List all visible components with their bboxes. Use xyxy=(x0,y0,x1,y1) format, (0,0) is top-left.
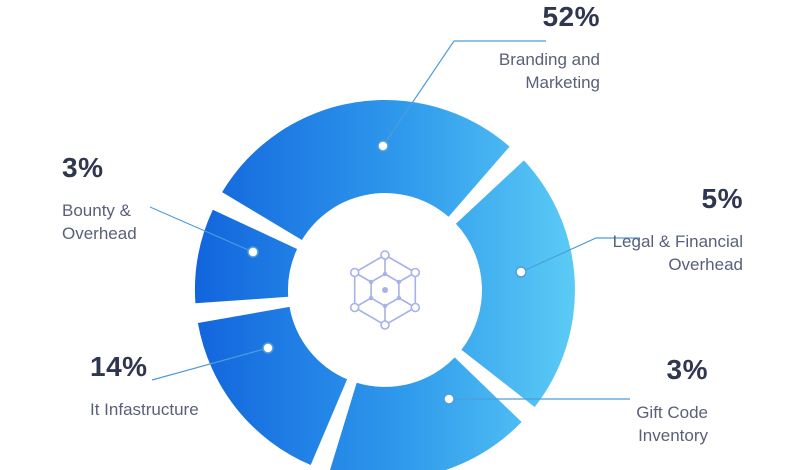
leader-dot-branding xyxy=(377,140,389,152)
donut-segment-legal xyxy=(455,160,575,407)
leader-line-it xyxy=(151,347,269,381)
leader-line-bounty xyxy=(149,206,254,253)
donut-segment-gift xyxy=(330,357,522,470)
leader-dot-legal xyxy=(515,266,527,278)
callout-bounty: 3% Bounty & Overhead xyxy=(62,152,137,245)
label-legal: Legal & Financial Overhead xyxy=(612,232,743,274)
leader-dot-it xyxy=(262,342,274,354)
percent-it: 14% xyxy=(90,351,148,382)
label-gift: Gift Code Inventory xyxy=(636,403,708,445)
leader-line-branding xyxy=(382,40,546,147)
donut-segment-branding xyxy=(222,99,510,241)
callout-legal: 5% Legal & Financial Overhead xyxy=(613,183,743,276)
leader-dot-gift xyxy=(443,393,455,405)
donut-segments xyxy=(194,99,575,470)
label-branding: Branding and Marketing xyxy=(498,50,600,92)
label-it: It Infastructure xyxy=(90,400,199,420)
donut-segment-it xyxy=(197,306,348,465)
percent-branding: 52% xyxy=(542,1,600,32)
callout-gift: 3% Gift Code Inventory xyxy=(636,354,708,447)
donut-segment-bounty xyxy=(194,209,298,304)
leader-dot-bounty xyxy=(247,246,259,258)
leader-lines xyxy=(149,40,640,405)
percent-bounty: 3% xyxy=(62,152,104,183)
blockchain-network-icon xyxy=(349,250,421,330)
callout-branding: 52% Branding and Marketing xyxy=(499,1,600,94)
percent-legal: 5% xyxy=(701,183,743,214)
label-bounty: Bounty & Overhead xyxy=(62,201,137,243)
percent-gift: 3% xyxy=(666,354,708,385)
callout-it: 14% It Infastructure xyxy=(90,351,199,422)
leader-line-legal xyxy=(520,237,640,273)
